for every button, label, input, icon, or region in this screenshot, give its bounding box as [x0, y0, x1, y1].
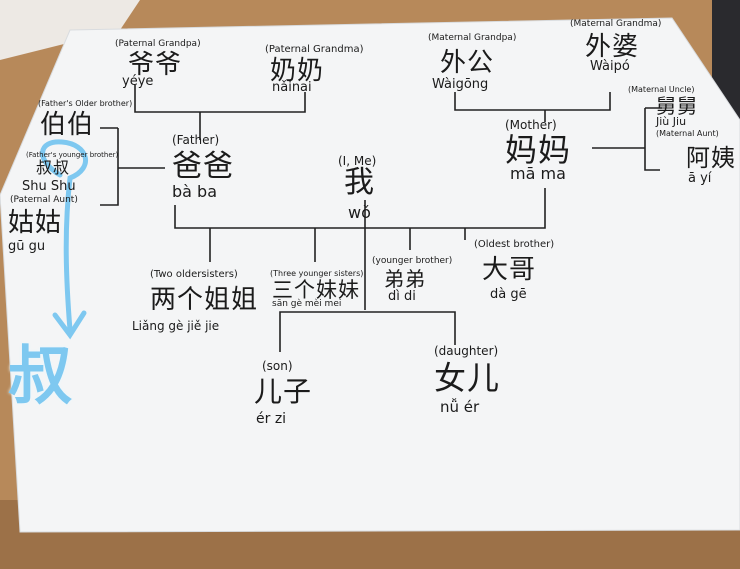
maternal-grandpa-english: (Maternal Grandpa)	[428, 33, 517, 43]
annotation-character: 叔	[8, 340, 72, 414]
fathers-younger-brother-pinyin: Shu Shu	[22, 179, 76, 194]
younger-brother-english: (younger brother)	[372, 256, 453, 266]
maternal-grandpa-pinyin: Wàigōng	[432, 77, 489, 92]
annotation-arrow	[40, 139, 88, 340]
maternal-grandpa-chinese: 外公	[440, 48, 495, 78]
fathers-younger-brother-chinese: 叔叔	[36, 158, 71, 177]
two-older-sisters-chinese: 两个姐姐	[150, 285, 259, 315]
three-younger-sisters-chinese: 三个妹妹	[272, 278, 360, 302]
maternal-grandma-chinese: 外婆	[585, 32, 640, 62]
paternal-grandpa-pinyin: yéye	[122, 74, 154, 89]
me-pinyin: wǒ	[348, 203, 371, 222]
maternal-grandma-pinyin: Wàipó	[590, 59, 630, 74]
me-english: (I, Me)	[338, 154, 377, 168]
two-older-sisters-english: (Two oldersisters)	[150, 269, 238, 280]
paternal-grandma-chinese: 奶奶	[270, 56, 325, 86]
maternal-aunt-english: (Maternal Aunt)	[656, 129, 719, 138]
mother-chinese: 妈妈	[505, 131, 572, 169]
oldest-brother-chinese: 大哥	[482, 255, 537, 285]
father-pinyin: bà ba	[172, 182, 218, 201]
paternal-grandma-pinyin: nǎinai	[272, 80, 312, 95]
father-chinese: 爸爸	[172, 149, 234, 184]
me-chinese: 我	[344, 165, 375, 200]
paternal-grandma-english: (Paternal Grandma)	[265, 44, 364, 55]
poster-paper	[0, 17, 740, 533]
maternal-uncle-chinese: 舅舅	[656, 94, 698, 118]
paternal-aunt-chinese: 姑姑	[8, 208, 63, 238]
maternal-aunt-chinese: 阿姨	[686, 144, 736, 172]
maternal-grandma-english: (Maternal Grandma)	[570, 19, 662, 29]
oldest-brother-pinyin: dà gē	[490, 287, 527, 302]
son-pinyin: ér zi	[256, 411, 287, 427]
oldest-brother-english: (Oldest brother)	[474, 239, 555, 250]
younger-brother-chinese: 弟弟	[384, 267, 426, 291]
paternal-aunt-pinyin: gū gu	[8, 239, 46, 254]
daughter-english: (daughter)	[434, 344, 499, 358]
tree-connectors	[100, 85, 662, 352]
paternal-aunt-english: (Paternal Aunt)	[10, 195, 78, 205]
father-english: (Father)	[172, 133, 220, 147]
daughter-pinyin: nǚ ér	[440, 398, 480, 416]
paternal-grandpa-english: (Paternal Grandpa)	[115, 39, 201, 49]
maternal-uncle-english: (Maternal Uncle)	[628, 85, 695, 94]
maternal-aunt-pinyin: ā yí	[688, 171, 712, 186]
fathers-older-brother-english: (Father's Older brother)	[38, 99, 133, 108]
son-chinese: 儿子	[254, 375, 313, 408]
maternal-uncle-pinyin: Jiù Jiu	[656, 115, 687, 128]
three-younger-sisters-pinyin: sān gè mèi mei	[272, 299, 342, 309]
mother-english: (Mother)	[505, 118, 557, 132]
fathers-younger-brother-english: (Father's younger brother)	[26, 151, 119, 159]
son-english: (son)	[262, 359, 293, 373]
younger-brother-pinyin: dì di	[388, 289, 416, 304]
daughter-chinese: 女儿	[434, 359, 501, 397]
two-older-sisters-pinyin: Liǎng gè jiě jie	[132, 319, 220, 333]
three-younger-sisters-english: (Three younger sisters)	[270, 269, 364, 278]
fathers-older-brother-chinese: 伯伯	[40, 110, 95, 140]
paternal-grandpa-chinese: 爷爷	[128, 50, 183, 80]
mother-pinyin: mā ma	[510, 164, 566, 183]
